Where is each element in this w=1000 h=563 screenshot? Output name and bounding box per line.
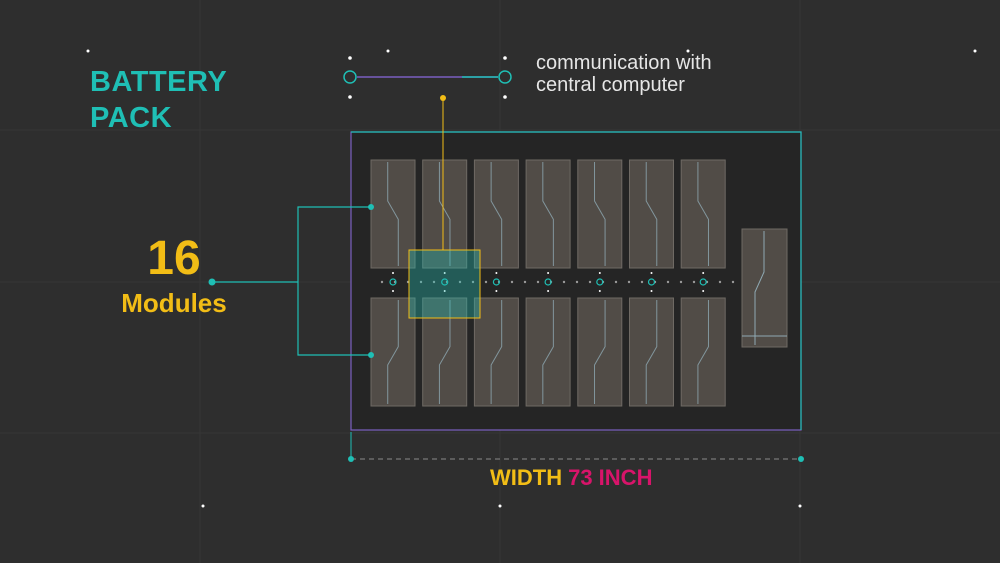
diagram-title-line2: PACK bbox=[90, 102, 173, 134]
bus-dot bbox=[588, 280, 592, 284]
battery-module-top-4 bbox=[525, 159, 571, 269]
module-count: 16 bbox=[147, 232, 201, 285]
bus-dot bbox=[510, 280, 514, 284]
bus-dot bbox=[432, 280, 436, 284]
battery-module-side bbox=[741, 228, 788, 348]
bus-dot bbox=[666, 280, 670, 284]
bus-dot bbox=[523, 280, 527, 284]
bus-tick bbox=[547, 272, 550, 274]
bus-node bbox=[389, 278, 397, 286]
bus-dot bbox=[679, 280, 683, 284]
bracket-dot-top bbox=[368, 204, 374, 210]
battery-module-bottom-2 bbox=[422, 297, 468, 407]
module-count-label: Modules bbox=[121, 288, 227, 318]
width-label: WIDTH bbox=[490, 465, 563, 490]
bus-tick bbox=[702, 290, 705, 292]
battery-module-bottom-1 bbox=[370, 297, 416, 407]
module-bus bbox=[380, 272, 735, 292]
width-value: 73 INCH bbox=[568, 465, 653, 490]
bus-dot bbox=[562, 280, 566, 284]
bus-tick bbox=[392, 290, 394, 292]
leader-dot bbox=[440, 95, 446, 101]
bus-dot bbox=[640, 280, 644, 284]
bus-dot bbox=[380, 280, 384, 284]
bus-tick bbox=[495, 290, 498, 292]
pack-outline-accent bbox=[351, 131, 802, 430]
bracket-dot-bottom bbox=[368, 352, 374, 358]
bus-dot bbox=[458, 280, 462, 284]
bus-node bbox=[596, 278, 604, 286]
bus-tick bbox=[547, 290, 550, 292]
bus-node bbox=[492, 278, 500, 286]
battery-module-top-3 bbox=[473, 159, 519, 269]
bus-dot bbox=[419, 280, 423, 284]
battery-module-top-5 bbox=[577, 159, 623, 269]
battery-module-bottom-7 bbox=[680, 297, 726, 407]
diagram-title-line1: BATTERY bbox=[90, 66, 228, 98]
bus-tick bbox=[392, 272, 394, 274]
width-dimension bbox=[348, 432, 804, 462]
battery-module-top-7 bbox=[680, 159, 726, 269]
bus-tick bbox=[650, 272, 653, 274]
bus-tick bbox=[495, 272, 498, 274]
bus-tick bbox=[650, 290, 653, 292]
bus-dot bbox=[627, 280, 631, 284]
bus-node bbox=[544, 278, 552, 286]
bus-dot bbox=[731, 280, 735, 284]
bus-tick bbox=[443, 290, 446, 292]
battery-module-bottom-3 bbox=[473, 297, 519, 407]
bus-dot bbox=[614, 280, 618, 284]
battery-module-bottom-6 bbox=[629, 297, 674, 407]
communication-label-line1: communication with bbox=[536, 52, 712, 74]
modules-bracket bbox=[212, 206, 371, 356]
bus-dot bbox=[471, 280, 475, 284]
connector-node-left bbox=[343, 70, 357, 84]
bus-tick bbox=[443, 272, 446, 274]
bus-node bbox=[699, 278, 707, 286]
marker-dots bbox=[86, 49, 977, 508]
bus-dot bbox=[718, 280, 722, 284]
communication-label-line2: central computer bbox=[536, 74, 685, 96]
battery-module-top-6 bbox=[629, 159, 674, 269]
bus-tick bbox=[598, 272, 601, 274]
battery-modules bbox=[370, 159, 788, 407]
communication-connector bbox=[343, 70, 512, 84]
bus-dot bbox=[536, 280, 540, 284]
bus-tick bbox=[598, 290, 601, 292]
battery-module-bottom-5 bbox=[577, 297, 623, 407]
bus-dot bbox=[692, 280, 696, 284]
bus-node bbox=[647, 278, 656, 286]
connector-node-right bbox=[498, 70, 512, 84]
bus-node bbox=[441, 278, 449, 286]
highlight-box bbox=[408, 249, 481, 319]
bus-dot bbox=[575, 280, 579, 284]
battery-module-top-1 bbox=[370, 159, 416, 269]
battery-module-bottom-4 bbox=[525, 297, 571, 407]
bus-tick bbox=[702, 272, 705, 274]
bracket-dot-left bbox=[208, 278, 216, 286]
bus-dot bbox=[484, 280, 488, 284]
